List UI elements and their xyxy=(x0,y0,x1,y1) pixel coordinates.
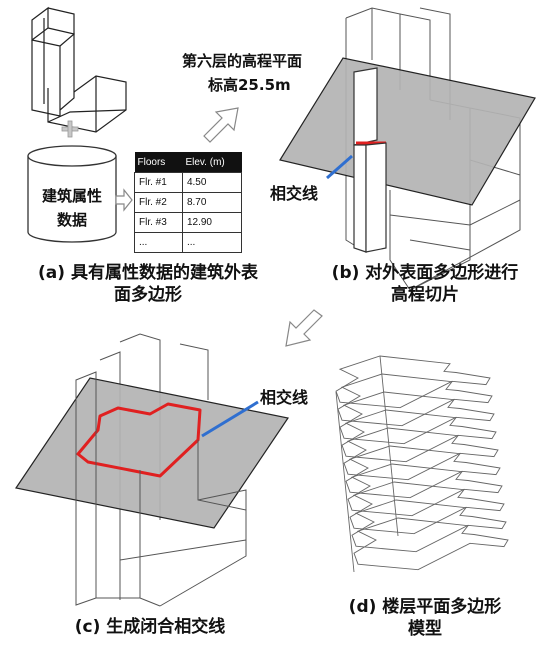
floor-polygon xyxy=(347,463,503,517)
floor-polygon xyxy=(349,481,505,535)
table-header-elev: Elev. (m) xyxy=(182,152,242,173)
cylinder-label-line2: 数据 xyxy=(56,211,87,229)
panel-a-building-model xyxy=(31,6,127,133)
table-cell: ... xyxy=(134,232,183,253)
leader-line-c xyxy=(201,400,259,438)
cylinder-label-line1: 建筑属性 xyxy=(41,187,102,205)
panel-c-building-front xyxy=(75,371,247,607)
floor-polygon xyxy=(345,445,501,499)
floor-polygon-stack xyxy=(335,355,509,573)
table-cell: 8.70 xyxy=(181,192,243,213)
panel-b-slab-wall xyxy=(353,67,387,253)
caption-c: (c) 生成闭合相交线 xyxy=(74,617,226,637)
table-cell: ... xyxy=(181,232,243,253)
elevation-plane-b xyxy=(279,57,536,206)
caption-b-line2: 高程切片 xyxy=(391,285,459,305)
leader-line-b xyxy=(326,154,353,180)
attribute-data-cylinder xyxy=(27,145,117,243)
table-row: Flr. #2 8.70 xyxy=(134,192,243,213)
table-header-row: Floors Elev. (m) xyxy=(134,152,242,173)
arrow-a-to-b xyxy=(203,107,239,143)
attribute-data-label: 建筑属性 数据 xyxy=(30,184,114,232)
intersection-label-c: 相交线 xyxy=(260,388,309,407)
plane-label-line1: 第六层的高程平面 xyxy=(182,52,303,70)
intersection-label-b: 相交线 xyxy=(270,184,319,203)
caption-a-line2: 面多边形 xyxy=(114,285,182,305)
caption-b: (b) 对外表面多边形进行 高程切片 xyxy=(300,262,550,306)
floor-polygon xyxy=(351,499,507,553)
caption-a-line1: (a) 具有属性数据的建筑外表 xyxy=(38,263,258,283)
table-cell: Flr. #2 xyxy=(134,192,183,213)
table-cell: Flr. #1 xyxy=(134,172,183,193)
caption-d-line1: (d) 楼层平面多边形 xyxy=(348,597,502,617)
elevation-table: Floors Elev. (m) Flr. #1 4.50 Flr. #2 8.… xyxy=(134,152,243,253)
table-cell: 12.90 xyxy=(181,212,243,233)
elevation-plane-c xyxy=(15,377,289,529)
table-row: Flr. #1 4.50 xyxy=(134,172,243,193)
floor-polygon xyxy=(343,427,499,481)
floor-polygon xyxy=(339,391,495,445)
table-cell: Flr. #3 xyxy=(134,212,183,233)
table-row: Flr. #3 12.90 xyxy=(134,212,243,233)
floor-polygon xyxy=(353,517,509,571)
table-cell: 4.50 xyxy=(181,172,243,193)
table-row: ... ... xyxy=(134,232,243,253)
arrow-to-table xyxy=(115,188,133,212)
caption-b-line1: (b) 对外表面多边形进行 xyxy=(331,263,519,283)
plane-label-line2: 标高25.5m xyxy=(208,76,291,94)
plus-sign xyxy=(61,120,79,138)
caption-a: (a) 具有属性数据的建筑外表 面多边形 xyxy=(8,262,288,306)
floor-vertical-edge xyxy=(335,355,399,573)
caption-d-line2: 模型 xyxy=(408,619,442,639)
floor-polygon xyxy=(341,409,497,463)
caption-d: (d) 楼层平面多边形 模型 xyxy=(320,596,530,640)
floor-polygon xyxy=(335,355,491,409)
arrow-b-to-c xyxy=(285,309,323,347)
table-header-floors: Floors xyxy=(134,152,183,173)
